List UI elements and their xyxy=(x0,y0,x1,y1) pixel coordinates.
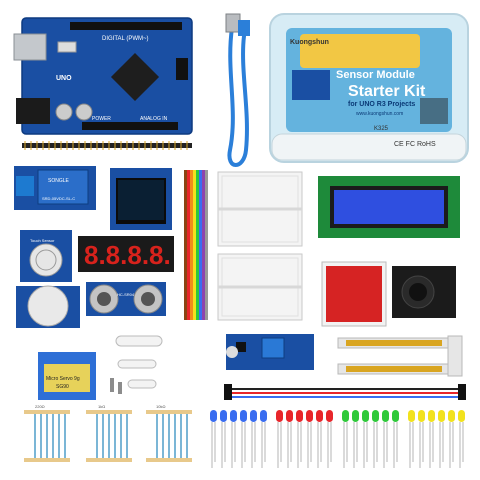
led-1-5 xyxy=(326,410,333,422)
box-brand: Kuongshun xyxy=(290,39,329,46)
led-0-3 xyxy=(240,410,247,422)
ultrasonic-sensor: HC-SR04 xyxy=(86,282,166,316)
led-0-5 xyxy=(260,410,267,422)
touch-sensor: Touch Sensor xyxy=(20,230,72,282)
kit-box: Sensor Module Starter Kit for UNO R3 Pro… xyxy=(269,13,469,163)
board-analog-label: ANALOG IN xyxy=(140,116,168,122)
dupont-wires xyxy=(224,384,466,400)
breadboard-top xyxy=(217,171,303,247)
dc-jack xyxy=(16,98,50,124)
resistor-strip-1: 220Ω xyxy=(24,404,70,462)
box-title-line1: Sensor Module xyxy=(336,69,415,81)
pir-sensor xyxy=(16,285,80,328)
box-model: K325 xyxy=(374,126,389,132)
servo-model: SG90 xyxy=(56,384,69,390)
resistor-label-1: 220Ω xyxy=(35,404,45,409)
led-2-4 xyxy=(382,410,389,422)
led-rows xyxy=(210,410,465,468)
usb-plug-b xyxy=(238,20,250,36)
top-header xyxy=(70,22,182,30)
resistor-label-3: 10kΩ xyxy=(156,404,165,409)
led-matrix xyxy=(321,261,387,327)
usb-cable xyxy=(227,26,249,167)
led-2-5 xyxy=(392,410,399,422)
led-0-1 xyxy=(220,410,227,422)
led-3-3 xyxy=(438,410,445,422)
led-1-1 xyxy=(286,410,293,422)
led-2-3 xyxy=(372,410,379,422)
pin-header-strip xyxy=(22,143,192,148)
led-2-2 xyxy=(362,410,369,422)
pin-header-pins xyxy=(24,141,188,150)
lcd-module xyxy=(318,176,460,238)
joystick-module xyxy=(392,266,456,318)
board-header-label: DIGITAL (PWM~) xyxy=(102,36,149,42)
led-2-0 xyxy=(342,410,349,422)
led-3-2 xyxy=(428,410,435,422)
led-1-3 xyxy=(306,410,313,422)
led-1-2 xyxy=(296,410,303,422)
box-title-line2: Starter Kit xyxy=(348,83,426,100)
resistor-label-2: 1kΩ xyxy=(98,404,105,409)
relay-label: SRD-05VDC-SL-C xyxy=(42,196,75,201)
box-url: www.kuongshun.com xyxy=(356,111,403,117)
bottom-header xyxy=(82,122,178,130)
relay-brand: SONGLE xyxy=(48,178,70,184)
servo-motor: Micro Servo 9g SG90 xyxy=(38,352,96,400)
jumper-ribbon xyxy=(184,170,208,320)
oled-module xyxy=(110,168,172,230)
soil-probe xyxy=(337,335,463,377)
board-power-label: POWER xyxy=(92,116,111,122)
seven-segment-display: 8.8.8.8. xyxy=(78,236,174,272)
breadboard-bottom xyxy=(217,253,303,321)
led-1-4 xyxy=(316,410,323,422)
usb-port xyxy=(13,33,47,61)
ultrasonic-label: HC-SR04 xyxy=(117,292,135,297)
resistor-strip-2: 1kΩ xyxy=(86,404,132,462)
led-3-0 xyxy=(408,410,415,422)
mcu-chip xyxy=(110,52,160,102)
led-0-4 xyxy=(250,410,257,422)
servo-horns xyxy=(115,335,163,389)
relay-module: SRD-05VDC-SL-C SONGLE xyxy=(14,166,96,210)
led-0-2 xyxy=(230,410,237,422)
led-3-4 xyxy=(448,410,455,422)
usb-plug-a xyxy=(225,13,241,33)
sensor-board xyxy=(226,334,314,370)
led-2-1 xyxy=(352,410,359,422)
seven-segment-digits: 8.8.8.8. xyxy=(84,240,171,270)
led-1-0 xyxy=(276,410,283,422)
screws xyxy=(110,378,122,394)
box-marks: CE FC RoHS xyxy=(394,141,436,148)
board-brand: UNO xyxy=(56,75,72,82)
uno-board: DIGITAL (PWM~) POWER ANALOG IN UNO xyxy=(13,17,193,135)
servo-label: Micro Servo 9g xyxy=(46,376,80,382)
box-subtitle: for UNO R3 Projects xyxy=(348,101,415,108)
touch-label: Touch Sensor xyxy=(30,238,55,243)
resistor-strip-3: 10kΩ xyxy=(146,404,192,462)
led-3-1 xyxy=(418,410,425,422)
led-0-0 xyxy=(210,410,217,422)
led-3-5 xyxy=(458,410,465,422)
